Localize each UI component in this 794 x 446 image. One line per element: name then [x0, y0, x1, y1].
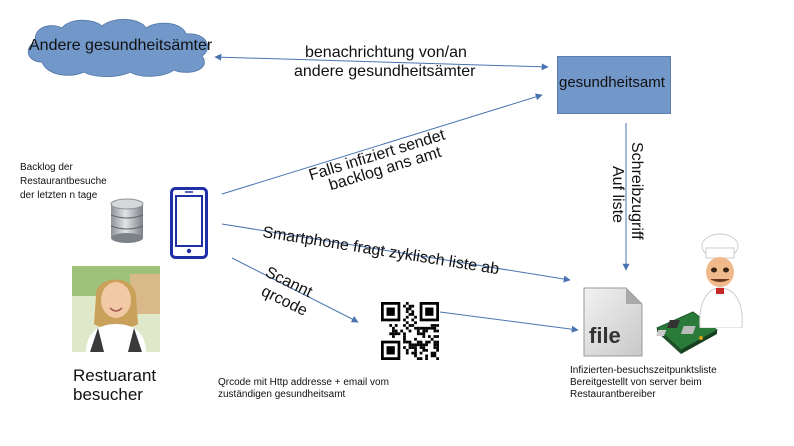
database-icon	[110, 198, 144, 243]
write-access-label-line2: Auf liste	[609, 166, 626, 223]
qr-to-file-arrow	[439, 311, 579, 333]
file-caption-line3: Restaurantbereiber	[570, 389, 656, 400]
health-office-box	[557, 56, 671, 114]
visitor-photo	[72, 266, 160, 352]
file-caption-line2: Bereitgestellt von server beim	[570, 377, 702, 388]
poll-list-arrow	[221, 223, 571, 283]
smartphone-icon	[170, 187, 208, 259]
qrcode-icon	[381, 302, 439, 360]
chef-figure	[699, 233, 743, 328]
other-offices-label: Andere gesundheitsämter	[29, 37, 213, 54]
notify-label-line2: andere gesundheitsämter	[294, 63, 476, 80]
notify-arrow	[214, 53, 549, 71]
cloud-shape	[27, 19, 208, 77]
backlog-label-line2: Restaurantbesuche	[20, 176, 107, 187]
backlog-label-line3: der letzten n tage	[20, 190, 98, 201]
file-document-icon	[583, 287, 643, 357]
visitor-label-line2: besucher	[73, 385, 143, 404]
backlog-label-line1: Backlog der	[20, 162, 73, 173]
infected-send-arrow	[221, 93, 543, 195]
visitor-label-line1: Restuarant	[73, 366, 157, 385]
file-icon-label: file	[589, 323, 621, 348]
notify-label-line1: benachrichtung von/an	[305, 44, 467, 61]
scan-arrow	[231, 257, 359, 323]
qrcode-caption-line2: zuständigen gesundheitsamt	[218, 389, 346, 400]
file-caption-line1: Infizierten-besuchszeitpunktsliste	[570, 365, 717, 376]
health-office-label: gesundheitsamt	[559, 74, 665, 91]
write-access-label-line1: Schreibzugriff	[628, 142, 645, 240]
qrcode-caption-line1: Qrcode mit Http addresse + email vom	[218, 377, 389, 388]
